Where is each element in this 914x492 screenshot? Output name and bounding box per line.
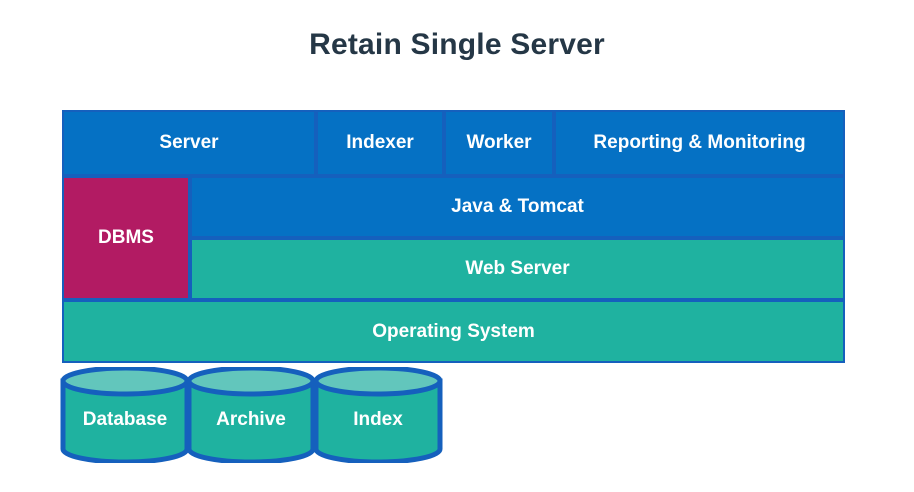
services-row: Server Indexer Worker Reporting & Monito… [62,110,845,176]
page-title: Retain Single Server [309,28,605,61]
operating-system-box[interactable]: Operating System [62,300,845,363]
service-box-server[interactable]: Server [62,110,316,176]
web-server-label: Web Server [465,258,570,279]
web-server-box[interactable]: Web Server [190,238,845,300]
cylinder-shape-icon [313,367,443,463]
storage-cylinder-index[interactable]: Index [313,367,443,463]
service-box-worker[interactable]: Worker [444,110,554,176]
storage-cylinder-database[interactable]: Database [60,367,190,463]
storage-cylinder-archive[interactable]: Archive [186,367,316,463]
storage-label-index: Index [353,409,403,430]
service-label-worker: Worker [466,132,532,153]
dbms-box[interactable]: DBMS [62,176,190,300]
java-tomcat-label: Java & Tomcat [451,196,584,217]
service-label-reporting-monitoring: Reporting & Monitoring [593,132,806,153]
storage-label-archive: Archive [216,409,286,430]
service-label-indexer: Indexer [346,132,414,153]
dbms-label: DBMS [98,227,154,248]
java-tomcat-box[interactable]: Java & Tomcat [190,176,845,238]
cylinder-shape-icon [60,367,190,463]
operating-system-label: Operating System [372,320,535,342]
service-label-server: Server [159,132,219,153]
cylinder-shape-icon [186,367,316,463]
service-box-indexer[interactable]: Indexer [316,110,444,176]
storage-label-database: Database [82,409,168,430]
service-box-reporting-monitoring[interactable]: Reporting & Monitoring [554,110,845,176]
